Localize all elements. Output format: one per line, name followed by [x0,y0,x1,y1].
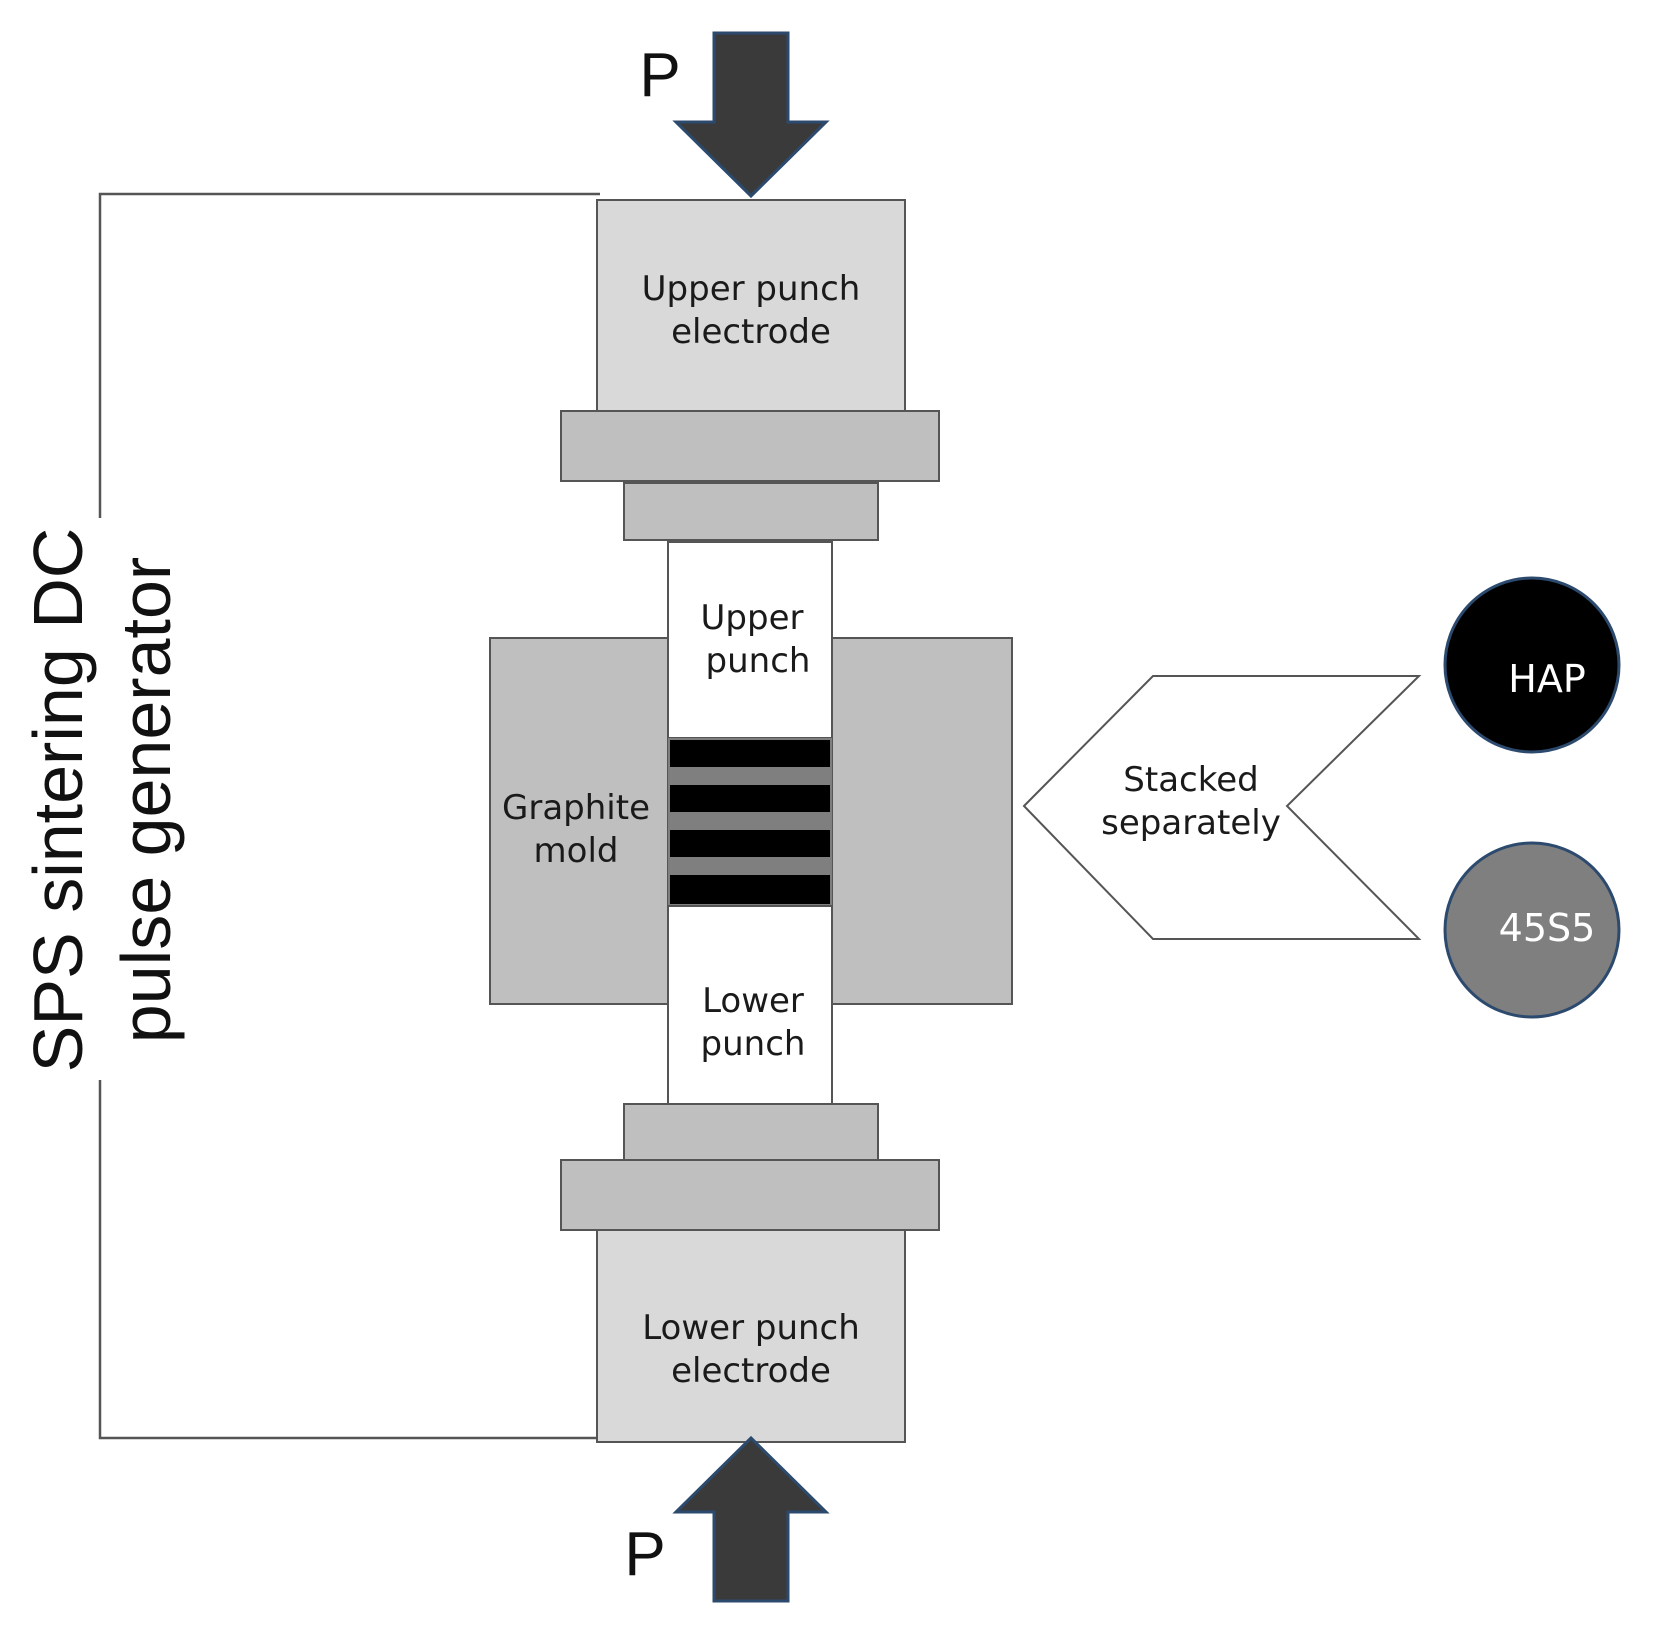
material-label-hap: HAP [1508,657,1585,701]
generator-label: SPS sintering DC pulse generator [19,528,185,1073]
upper-flange-narrow [623,482,879,541]
sample-stack [668,738,832,906]
upper-electrode [596,199,906,414]
sample-layer-hap [670,785,830,812]
lower-punch [667,905,833,1105]
pressure-arrow-up [672,1435,830,1603]
sample-layer-hap [670,740,830,767]
sample-layer-hap [670,875,830,904]
stack-callout-label-line2: separately [1101,803,1281,843]
material-disc-45s5 [1443,841,1621,1019]
sample-layer-hap [670,830,830,857]
generator-label-line1: SPS sintering DC [19,528,97,1073]
lower-punch-label-line2: punch [701,1024,806,1064]
material-label-45s5: 45S5 [1499,906,1596,950]
lower-flange-narrow [623,1103,879,1161]
stack-callout-shape [1022,675,1422,940]
pressure-arrow-down [672,31,830,199]
circuit-wire-top [98,192,600,518]
lower-flange-wide [560,1159,940,1231]
lower-electrode-label-line1: Lower punch [642,1308,860,1348]
upper-punch-label-line1: Upper [701,598,804,638]
pressure-label-top: P [639,41,680,110]
upper-punch [667,541,833,739]
lower-electrode [596,1229,906,1443]
graphite-mold-left [489,637,669,1005]
mold-label-line2: mold [534,831,619,871]
mold-label-line1: Graphite [502,788,650,828]
pressure-label-bottom: P [624,1520,665,1589]
upper-electrode-label-line1: Upper punch [642,269,861,309]
upper-electrode-label-line2: electrode [671,312,831,352]
upper-punch-label-line2: punch [706,641,811,681]
generator-label-line2: pulse generator [107,557,185,1043]
lower-electrode-label-line2: electrode [671,1351,831,1391]
graphite-mold-right [831,637,1013,1005]
upper-flange-wide [560,410,940,482]
circuit-wire-bottom [98,1080,600,1440]
stack-callout-label-line1: Stacked [1123,760,1258,800]
lower-punch-label-line1: Lower [702,981,804,1021]
material-disc-hap [1443,576,1621,754]
